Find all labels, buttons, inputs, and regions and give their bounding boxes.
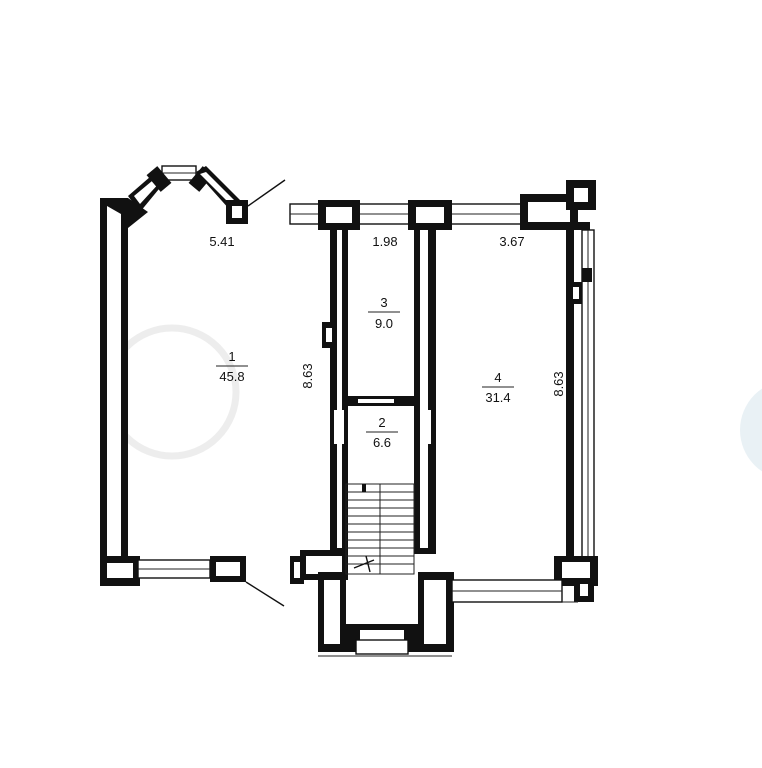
central-block-walls [290, 200, 454, 657]
room-3-area: 9.0 [375, 316, 393, 331]
dimension-labels: 5.41 1.98 3.67 8.63 8.63 [209, 234, 566, 397]
room-4-area: 31.4 [485, 390, 510, 405]
dimension-left-length: 8.63 [300, 363, 315, 388]
dimension-room4-width: 3.67 [499, 234, 524, 249]
dimension-room3-width: 1.98 [372, 234, 397, 249]
room-2-area: 6.6 [373, 435, 391, 450]
dimension-right-length: 8.63 [551, 371, 566, 396]
room-4-walls [451, 180, 598, 603]
room-3-number: 3 [380, 295, 387, 310]
room-2-number: 2 [378, 415, 385, 430]
room-1-number: 1 [228, 349, 235, 364]
room-1-area: 45.8 [219, 369, 244, 384]
dimension-room1-width: 5.41 [209, 234, 234, 249]
room-1-walls [100, 165, 286, 607]
room-labels: 1 45.8 3 9.0 2 6.6 4 31.4 [216, 295, 514, 450]
room-4-number: 4 [494, 370, 501, 385]
